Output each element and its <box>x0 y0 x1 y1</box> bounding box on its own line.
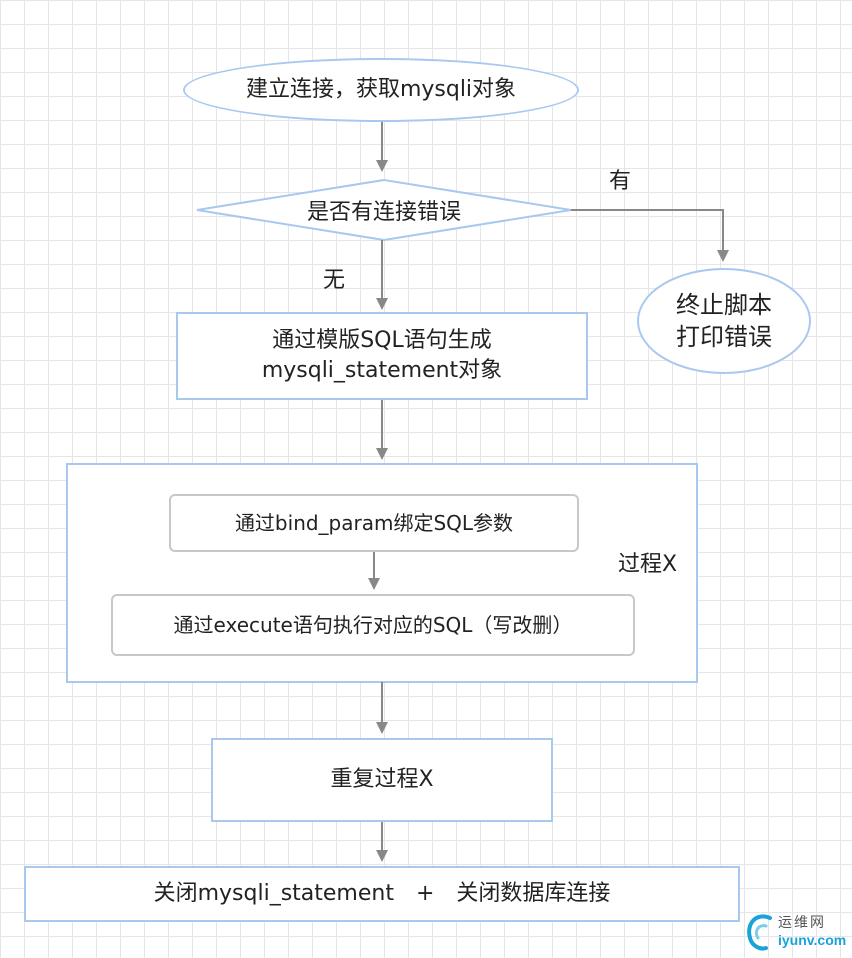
watermark-name: 运维网 <box>778 915 826 931</box>
start-node-label: 建立连接，获取mysqli对象 <box>245 77 517 103</box>
prepare-statement-node: 通过模版SQL语句生成 mysqli_statement对象 <box>176 312 588 400</box>
decision-node: 是否有连接错误 <box>197 180 571 240</box>
watermark-domain: iyunv.com <box>778 932 847 948</box>
error-node: 终止脚本 打印错误 <box>637 268 811 374</box>
repeat-process-label: 重复过程X <box>330 767 434 793</box>
close-connection-node: 关闭mysqli_statement + 关闭数据库连接 <box>24 866 740 922</box>
execute-node: 通过execute语句执行对应的SQL（写改删） <box>111 594 635 656</box>
prepare-statement-line1: 通过模版SQL语句生成 <box>272 328 492 354</box>
bind-param-node: 通过bind_param绑定SQL参数 <box>169 494 579 552</box>
swirl-logo-icon <box>747 914 772 951</box>
execute-label: 通过execute语句执行对应的SQL（写改删） <box>173 612 573 637</box>
start-node: 建立连接，获取mysqli对象 <box>183 58 579 122</box>
error-node-line2: 打印错误 <box>676 323 772 351</box>
decision-node-label: 是否有连接错误 <box>306 200 461 225</box>
arrow-decision-to-error <box>571 209 729 262</box>
repeat-process-node: 重复过程X <box>211 738 553 822</box>
error-node-line1: 终止脚本 <box>676 290 772 319</box>
no-label: 无 <box>323 268 346 293</box>
close-connection-label: 关闭mysqli_statement + 关闭数据库连接 <box>153 881 611 907</box>
watermark-logo: 运维网 iyunv.com <box>742 906 848 954</box>
yes-label: 有 <box>609 169 632 194</box>
bind-param-label: 通过bind_param绑定SQL参数 <box>234 510 514 535</box>
process-x-label: 过程X <box>618 552 678 577</box>
prepare-statement-line2: mysqli_statement对象 <box>261 358 503 383</box>
